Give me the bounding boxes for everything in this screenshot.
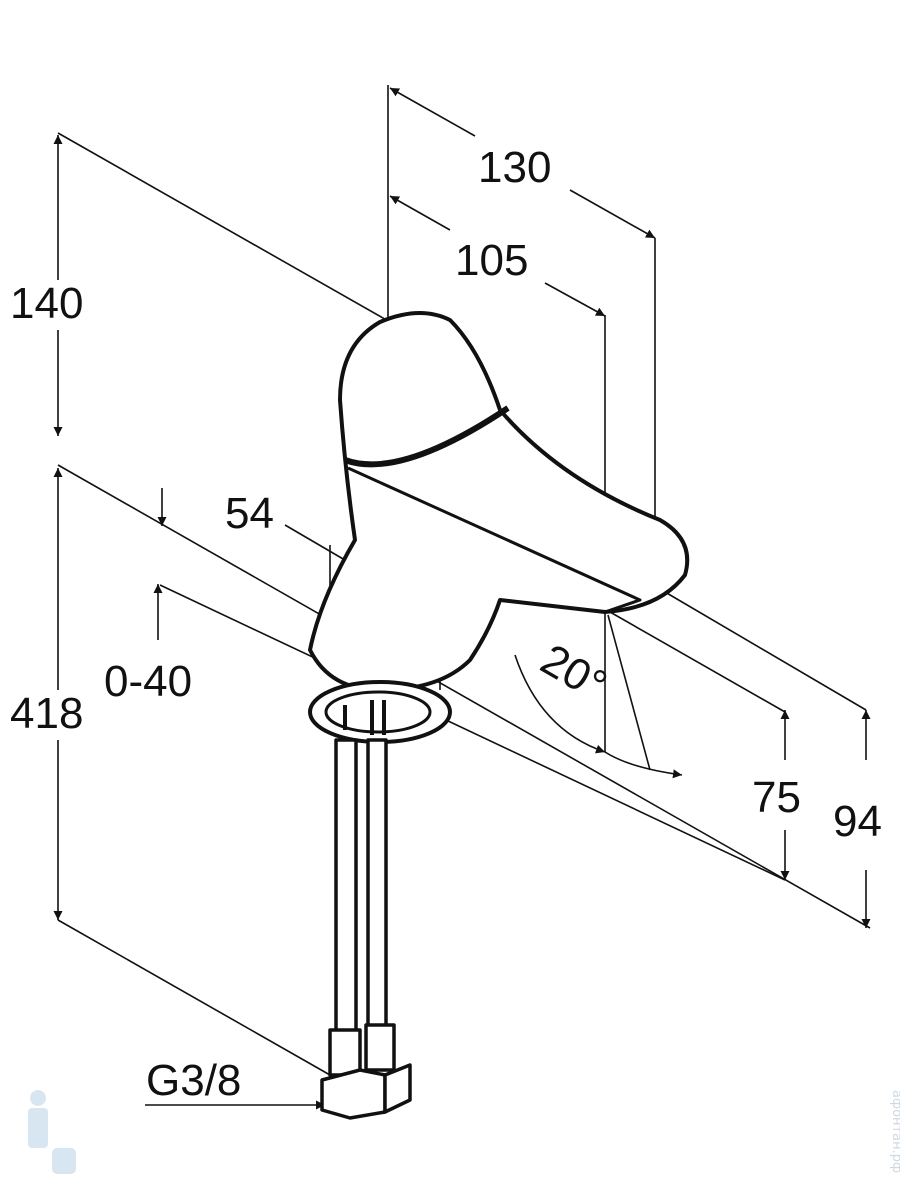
- faucet-outline: [308, 310, 690, 1120]
- watermark: афонтан.рф: [889, 1090, 900, 1173]
- dim-20-degrees: 20°: [533, 635, 615, 711]
- dim-130: 130: [478, 143, 551, 192]
- dim-140: 140: [10, 279, 83, 328]
- dim-0-40: 0-40: [104, 657, 192, 706]
- dim-94: 94: [833, 797, 882, 846]
- dim-g3-8: G3/8: [146, 1056, 241, 1105]
- dim-418: 418: [10, 689, 83, 738]
- dim-105: 105: [455, 236, 528, 285]
- plumber-logo: [28, 1090, 76, 1174]
- dimension-labels: 130 105 140 54 0-40 418 20° 75 94 G3/8: [10, 143, 882, 1105]
- dim-54: 54: [225, 489, 274, 538]
- dim-75: 75: [752, 773, 801, 822]
